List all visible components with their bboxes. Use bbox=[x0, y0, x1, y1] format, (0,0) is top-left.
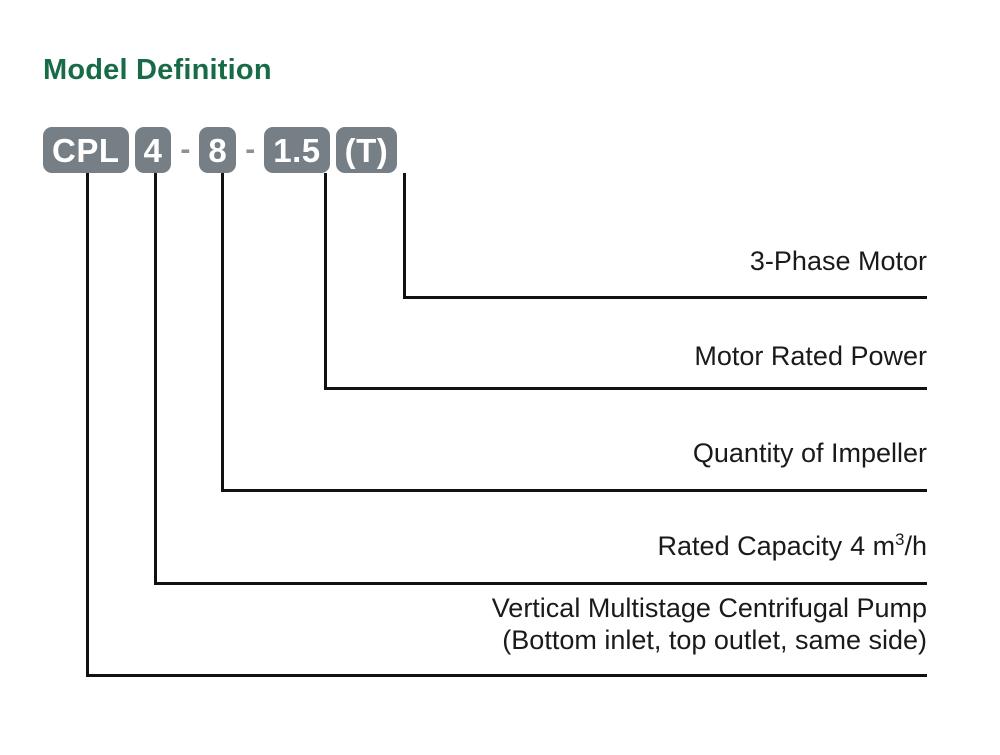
model-code-row: CPL 4 - 8 - 1.5 (T) bbox=[43, 127, 398, 173]
leader-line-motor bbox=[403, 173, 927, 299]
code-separator-1: - bbox=[180, 133, 191, 166]
page-title: Model Definition bbox=[43, 54, 272, 86]
pump-label-line1: Vertical Multistage Centrifugal Pump bbox=[491, 593, 927, 623]
callout-label-power: Motor Rated Power bbox=[694, 341, 927, 371]
capacity-value: 4 m bbox=[850, 531, 896, 561]
pump-label-line2: (Bottom inlet, top outlet, same side) bbox=[502, 624, 927, 655]
capacity-label-prefix: Rated Capacity bbox=[657, 531, 843, 561]
callout-label-pump: Vertical Multistage Centrifugal Pump (Bo… bbox=[492, 593, 927, 657]
callout-label-impeller: Quantity of Impeller bbox=[692, 438, 927, 468]
leader-line-capacity bbox=[154, 173, 927, 585]
capacity-exponent: 3 bbox=[895, 530, 905, 549]
code-box-1-5: 1.5 bbox=[264, 127, 330, 173]
code-box-4: 4 bbox=[134, 127, 172, 173]
code-box-t: (T) bbox=[335, 127, 398, 173]
code-box-8: 8 bbox=[199, 127, 237, 173]
callout-label-motor: 3-Phase Motor bbox=[749, 246, 927, 276]
code-separator-2: - bbox=[245, 133, 256, 166]
code-box-cpl: CPL bbox=[43, 127, 129, 173]
capacity-suffix: /h bbox=[904, 531, 927, 561]
